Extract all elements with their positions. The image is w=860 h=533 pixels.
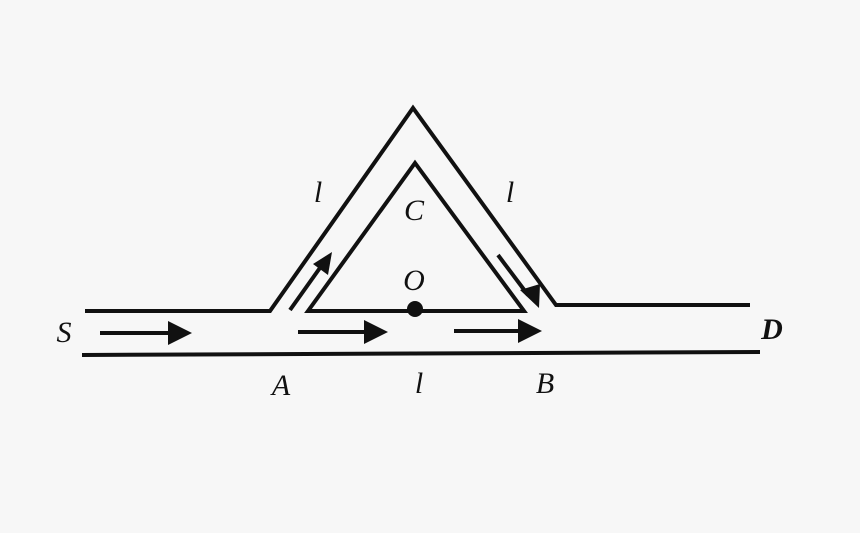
arrow-ac-shaft xyxy=(288,263,324,312)
arrow-cb-head xyxy=(520,284,540,308)
arrow-cb-shaft xyxy=(496,253,530,297)
label-length-ac: l xyxy=(313,176,323,209)
arrow-ab-right-head xyxy=(518,319,542,343)
label-source: S xyxy=(56,316,72,349)
label-center-o: O xyxy=(403,264,425,297)
label-junction-a: A xyxy=(271,369,291,402)
arrow-ac-head xyxy=(313,252,332,275)
label-detector: D xyxy=(761,313,783,346)
label-length-cb: l xyxy=(505,176,515,209)
point-o xyxy=(407,301,423,317)
label-apex-c: C xyxy=(403,194,425,227)
label-length-ab: l xyxy=(414,367,424,400)
tube-bottom-wall xyxy=(81,350,761,357)
arrow-ab-left-head xyxy=(364,320,388,344)
arrow-source-head xyxy=(168,321,192,345)
tube-top-wall-left xyxy=(85,104,750,313)
label-junction-b: B xyxy=(535,367,555,400)
